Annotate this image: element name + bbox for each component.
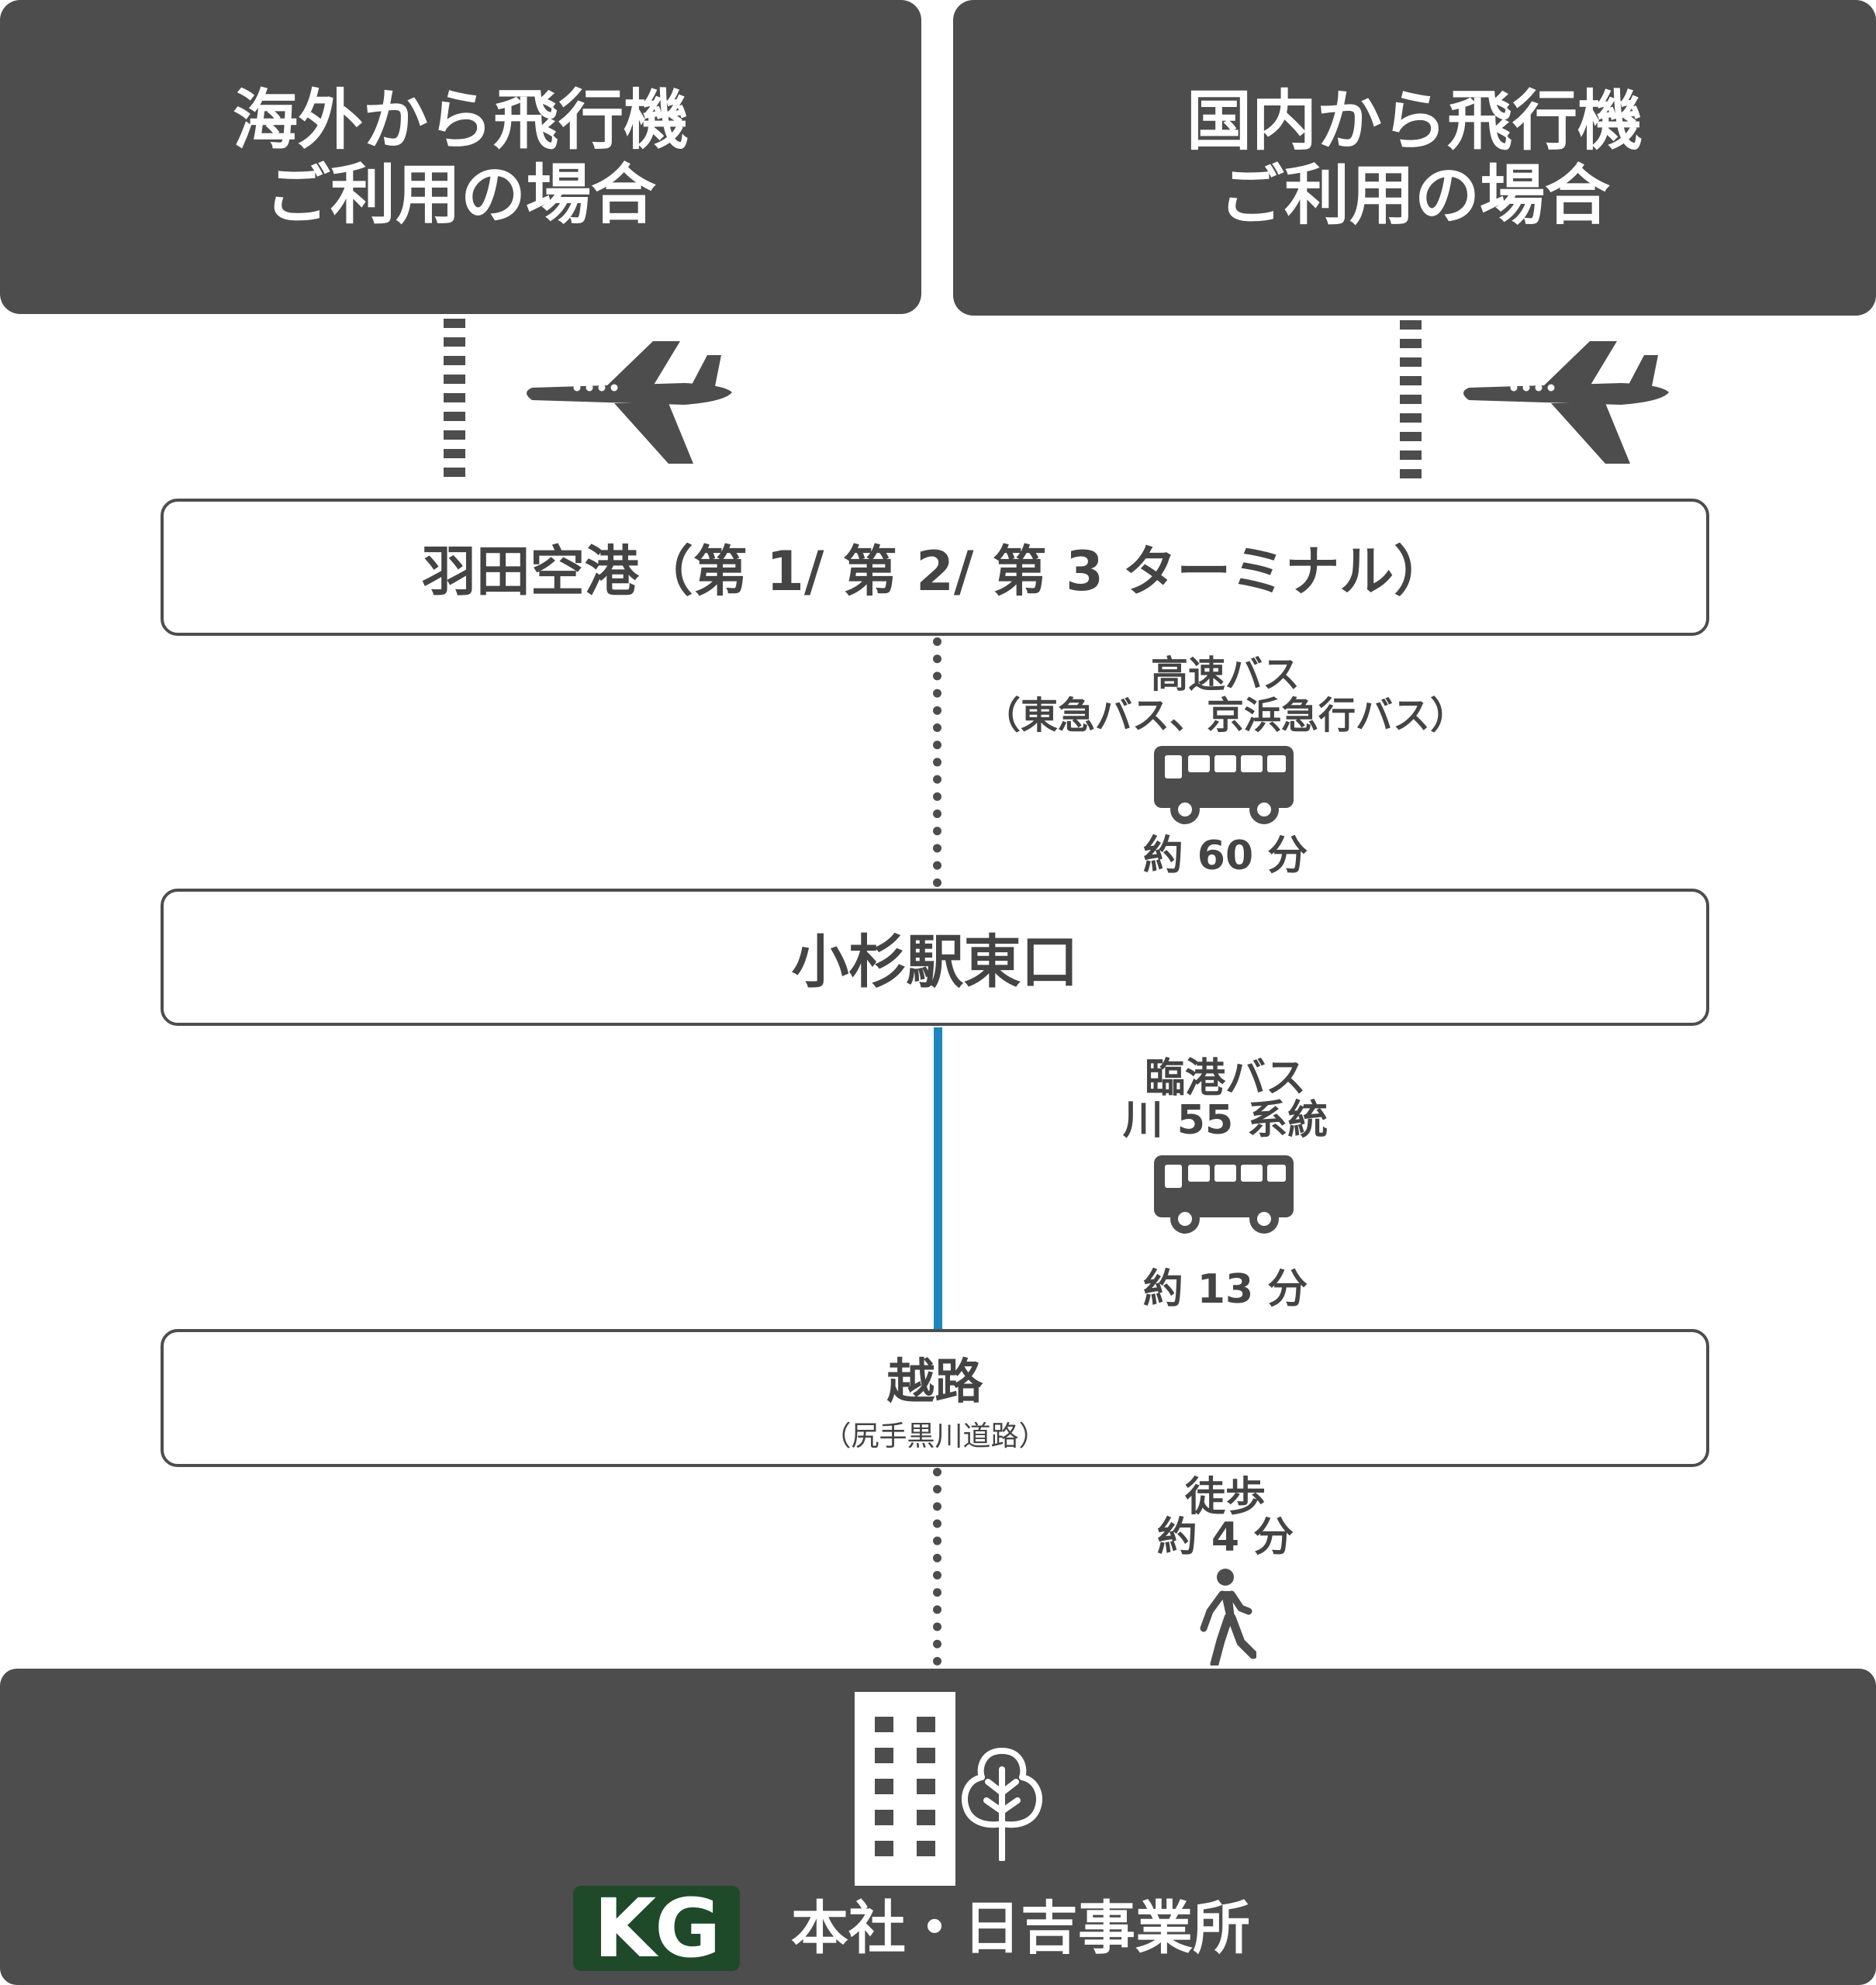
station-koshiji-name: 越路 <box>886 1353 983 1410</box>
office-building-icon <box>855 1692 955 1886</box>
company-logo: KG <box>573 1886 740 1971</box>
station-haneda: 羽田空港（第 1/ 第 2/ 第 3 ターミナル） <box>161 499 1709 636</box>
bus1-operators: （東急バス、京浜急行バス） <box>983 694 1467 737</box>
station-kosugi: 小杉駅東口 <box>161 889 1709 1026</box>
bus1-time: 約 60 分 <box>1142 833 1308 879</box>
origin-domestic-line1: 国内から飛行機 <box>1186 82 1643 159</box>
tree-icon <box>962 1748 1042 1861</box>
walk-time: 約 4 分 <box>1156 1514 1294 1561</box>
airplane-icon <box>527 341 732 464</box>
destination-name: 本社・日吉事業所 <box>791 1895 1250 1962</box>
walk-title: 徒歩 <box>1184 1474 1266 1521</box>
connector-domestic <box>1400 320 1422 478</box>
station-haneda-name: 羽田空港（第 1/ 第 2/ 第 3 ターミナル） <box>421 540 1449 603</box>
bus2-route: 川 55 系統 <box>1122 1097 1328 1144</box>
origin-domestic-line2: ご利用の場合 <box>1218 157 1610 233</box>
origin-overseas-line1: 海外から飛行機 <box>232 81 689 158</box>
station-koshiji: 越路 （尻手黒川道路） <box>161 1329 1709 1467</box>
bus2-title: 臨港バス <box>1144 1055 1306 1102</box>
destination-box: KG 本社・日吉事業所 <box>0 1669 1876 1985</box>
route-line-walk <box>933 1468 941 1666</box>
route-line-bus1 <box>933 637 941 887</box>
connector-overseas-dashes <box>444 319 465 477</box>
route-line-bus2 <box>934 1027 942 1330</box>
bus1-title: 高速バス <box>1150 653 1300 696</box>
company-logo-text: KG <box>593 1881 721 1976</box>
origin-domestic-box: 国内から飛行機 ご利用の場合 <box>953 0 1876 316</box>
station-kosugi-name: 小杉駅東口 <box>791 929 1079 996</box>
walking-person-icon <box>1200 1569 1256 1666</box>
origin-overseas-line2: ご利用の場合 <box>264 156 656 233</box>
bus-icon <box>1154 1155 1294 1234</box>
bus-icon <box>1154 746 1294 824</box>
bus2-time: 約 13 分 <box>1142 1266 1308 1313</box>
station-koshiji-sub: （尻手黒川道路） <box>823 1421 1047 1452</box>
origin-overseas-box: 海外から飛行機 ご利用の場合 <box>0 0 921 314</box>
airplane-icon <box>1463 341 1669 464</box>
